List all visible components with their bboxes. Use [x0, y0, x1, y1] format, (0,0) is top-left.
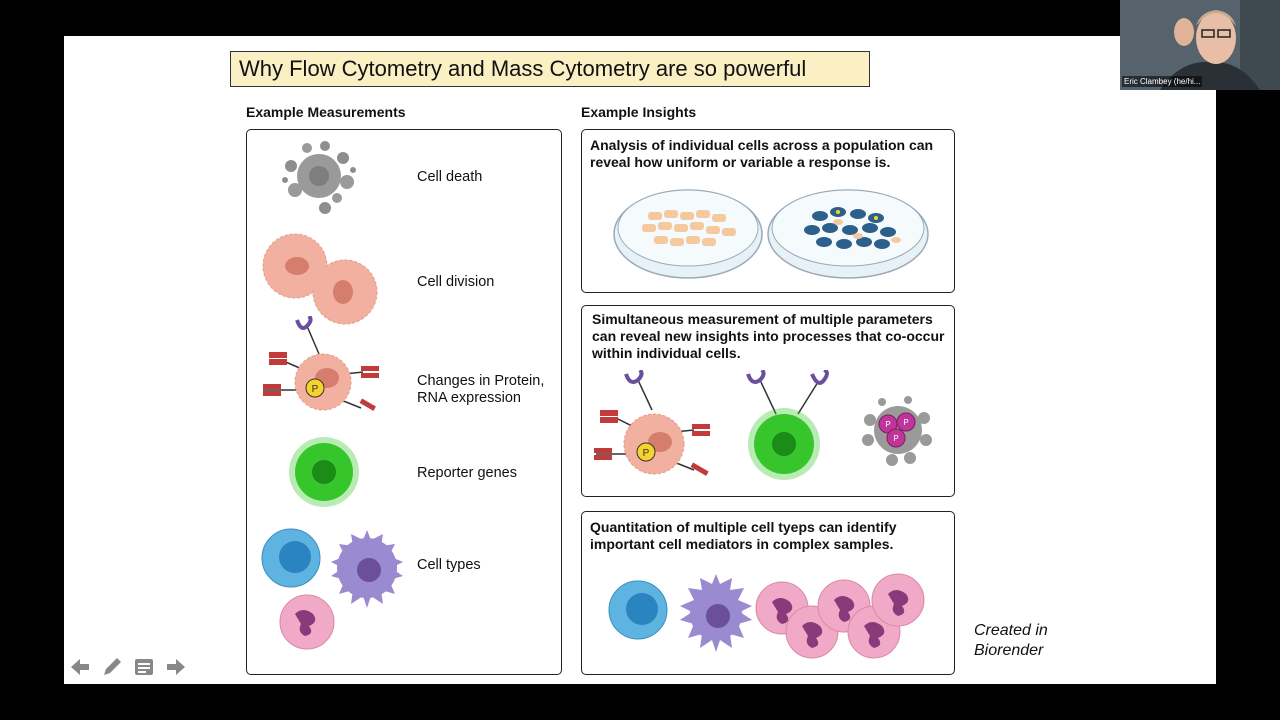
measurement-label-cell-death: Cell death — [417, 169, 483, 185]
left-column-heading: Example Measurements — [246, 104, 406, 120]
pen-tool-button[interactable] — [100, 655, 124, 679]
presentation-slide: Why Flow Cytometry and Mass Cytometry ar… — [64, 36, 1216, 684]
insight-panel-population: Analysis of individual cells across a po… — [581, 129, 955, 293]
slide-title: Why Flow Cytometry and Mass Cytometry ar… — [230, 51, 870, 87]
biorender-credit: Created in Biorender — [974, 622, 1048, 659]
webcam-video: Eric Clambey (he/hi... — [1120, 0, 1280, 90]
insight-text-population: Analysis of individual cells across a po… — [590, 137, 934, 170]
dividing-cell-icon — [262, 233, 378, 325]
insight-panel-multiparameter: Simultaneous measurement of multiple par… — [581, 305, 955, 497]
receptor-cell-icon: P — [263, 316, 379, 411]
cell-mediators-icon — [608, 573, 925, 659]
dying-cell-icon — [282, 141, 356, 214]
slide-menu-button[interactable] — [132, 655, 156, 679]
right-column-heading: Example Insights — [581, 104, 697, 120]
measurement-label-expression: Changes in Protein, RNA expression — [417, 373, 545, 406]
phospho-mark: P — [903, 418, 908, 427]
next-slide-button[interactable] — [164, 655, 188, 679]
phospho-mark: P — [643, 448, 650, 459]
slide-navigation-bar — [68, 655, 188, 679]
insight-text-cell-types: Quantitation of multiple cell tyeps can … — [590, 519, 897, 552]
pencil-icon — [104, 658, 121, 675]
phospho-mark: P — [312, 384, 319, 395]
petri-dishes-icon — [613, 189, 929, 279]
measurements-panel: Cell death Cell division P C — [246, 129, 562, 675]
insight-text-multiparameter: Simultaneous measurement of multiple par… — [592, 311, 945, 361]
cell-types-icon — [261, 528, 403, 650]
presenter-video-icon — [1120, 0, 1280, 90]
measurement-label-cell-types: Cell types — [417, 557, 481, 573]
green-reporter-cell-icon — [289, 437, 359, 507]
participant-name: Eric Clambey (he/hi... — [1122, 76, 1203, 87]
menu-icon — [135, 659, 153, 675]
insight-panel-cell-types: Quantitation of multiple cell tyeps can … — [581, 511, 955, 675]
measurement-label-reporter: Reporter genes — [417, 465, 517, 481]
phospho-mark: P — [885, 420, 890, 429]
measurement-label-cell-division: Cell division — [417, 274, 495, 290]
arrow-right-icon — [167, 659, 185, 675]
arrow-left-icon — [71, 659, 89, 675]
previous-slide-button[interactable] — [68, 655, 92, 679]
multiparameter-cells-icon: P P P P — [594, 370, 932, 480]
phospho-mark: P — [893, 434, 898, 443]
